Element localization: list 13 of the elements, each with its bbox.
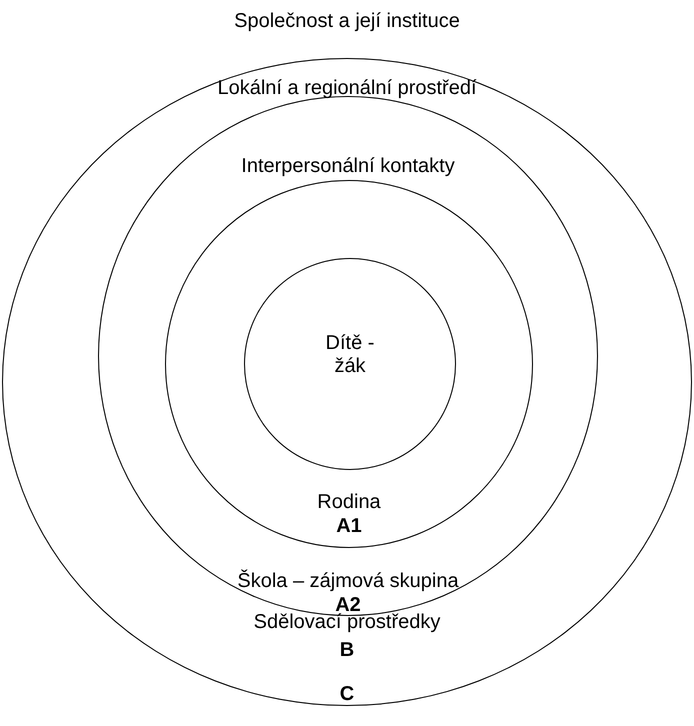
ring-code: A1 xyxy=(336,515,362,538)
outer-label: Společnost a její instituce xyxy=(234,10,460,33)
ring-circle xyxy=(165,180,533,548)
ring-circle xyxy=(2,58,692,706)
ring-label: Sdělovací prostředky xyxy=(254,611,440,634)
ring-code: C xyxy=(340,683,354,706)
ring-code: B xyxy=(340,639,354,662)
ring-label: Škola – zájmová skupina xyxy=(237,570,459,593)
ring-circle xyxy=(244,258,456,470)
ring-label: Interpersonální kontakty xyxy=(241,155,455,178)
ring-label: Rodina xyxy=(317,491,381,514)
ring-label: Dítě - žák xyxy=(324,332,376,378)
ring-label: Lokální a regionální prostředí xyxy=(217,77,477,100)
